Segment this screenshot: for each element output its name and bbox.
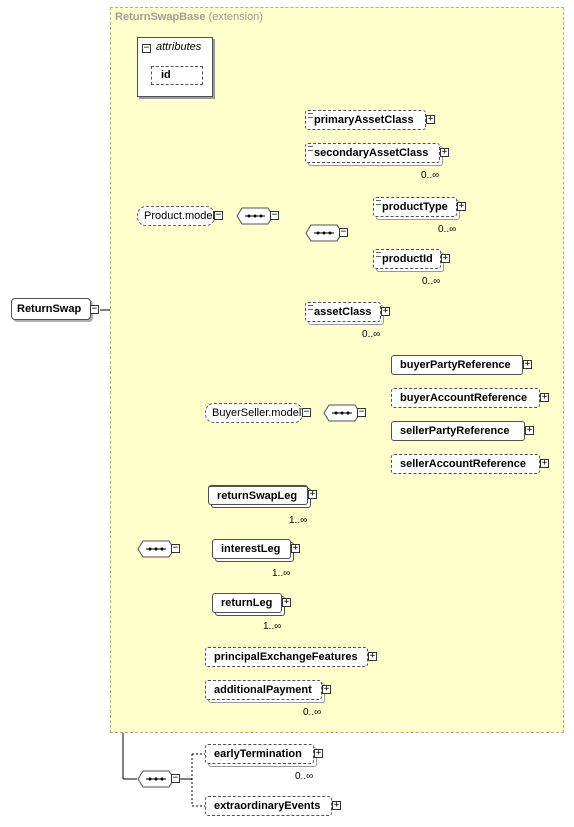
element-primaryassetclass[interactable]: primaryAssetClass	[305, 110, 426, 130]
expand-icon[interactable]: +	[540, 458, 549, 468]
element-buyeraccountreference[interactable]: buyerAccountReference	[391, 388, 540, 408]
cardinality-label: 1..∞	[263, 621, 282, 632]
element-returnleg[interactable]: returnLeg	[212, 593, 282, 613]
collapse-icon[interactable]: −	[171, 543, 180, 553]
collapse-icon[interactable]: −	[90, 304, 99, 314]
extension-title: ReturnSwapBase (extension)	[115, 11, 263, 23]
element-sellerpartyreference[interactable]: sellerPartyReference	[391, 421, 525, 441]
expand-icon[interactable]: +	[291, 543, 300, 553]
attribute-id[interactable]: id	[151, 66, 203, 85]
collapse-icon[interactable]: −	[302, 407, 311, 417]
group-buyerseller-model[interactable]: BuyerSeller.model	[205, 403, 303, 423]
sequence-compositor-icon[interactable]	[137, 540, 175, 558]
element-assetclass[interactable]: assetClass	[305, 302, 381, 322]
element-returnswapleg[interactable]: returnSwapLeg	[208, 485, 308, 505]
expand-icon[interactable]: +	[440, 147, 449, 157]
cardinality-label: 0..∞	[303, 707, 322, 718]
extension-base-name: ReturnSwapBase	[115, 11, 206, 23]
element-productid[interactable]: productId	[373, 249, 441, 269]
root-element-returnswap[interactable]: ReturnSwap	[11, 298, 91, 320]
cardinality-label: 0..∞	[438, 224, 457, 235]
expand-icon[interactable]: +	[322, 684, 331, 694]
sequence-compositor-icon[interactable]	[323, 404, 361, 422]
group-product-model[interactable]: Product.model	[137, 206, 215, 226]
sequence-compositor-icon[interactable]	[137, 770, 175, 788]
expand-icon[interactable]: +	[282, 597, 291, 607]
element-buyerpartyreference[interactable]: buyerPartyReference	[391, 355, 523, 375]
sequence-compositor-icon[interactable]	[305, 224, 343, 242]
element-principalexchangefeatures[interactable]: principalExchangeFeatures	[205, 647, 368, 667]
cardinality-label: 1..∞	[272, 568, 291, 579]
collapse-icon[interactable]: −	[142, 43, 151, 53]
expand-icon[interactable]: +	[332, 800, 341, 810]
element-producttype[interactable]: productType	[373, 197, 457, 217]
expand-icon[interactable]: +	[523, 359, 532, 369]
expand-icon[interactable]: +	[426, 114, 435, 124]
expand-icon[interactable]: +	[368, 651, 377, 661]
collapse-icon[interactable]: −	[171, 773, 180, 783]
expand-icon[interactable]: +	[525, 425, 534, 435]
extension-suffix: (extension)	[208, 11, 263, 23]
expand-icon[interactable]: +	[441, 253, 450, 263]
cardinality-label: 0..∞	[421, 170, 440, 181]
element-additionalpayment[interactable]: additionalPayment	[205, 680, 322, 700]
expand-icon[interactable]: +	[308, 489, 317, 499]
expand-icon[interactable]: +	[314, 748, 323, 758]
cardinality-label: 0..∞	[422, 276, 441, 287]
element-extraordinaryevents[interactable]: extraordinaryEvents	[205, 796, 332, 816]
element-secondaryassetclass[interactable]: secondaryAssetClass	[305, 143, 440, 163]
sequence-compositor-icon[interactable]	[236, 207, 274, 225]
collapse-icon[interactable]: −	[214, 210, 223, 220]
cardinality-label: 0..∞	[295, 771, 314, 782]
root-label: ReturnSwap	[17, 303, 82, 315]
expand-icon[interactable]: +	[381, 306, 390, 316]
collapse-icon[interactable]: −	[357, 407, 366, 417]
collapse-icon[interactable]: −	[270, 210, 279, 220]
expand-icon[interactable]: +	[457, 201, 466, 211]
element-selleraccountreference[interactable]: sellerAccountReference	[391, 454, 540, 474]
attributes-title: attributes	[156, 41, 202, 53]
element-interestleg[interactable]: interestLeg	[212, 539, 291, 559]
cardinality-label: 1..∞	[289, 515, 308, 526]
expand-icon[interactable]: +	[540, 392, 549, 402]
collapse-icon[interactable]: −	[339, 227, 348, 237]
cardinality-label: 0..∞	[362, 329, 381, 340]
element-earlytermination[interactable]: earlyTermination	[205, 744, 314, 764]
